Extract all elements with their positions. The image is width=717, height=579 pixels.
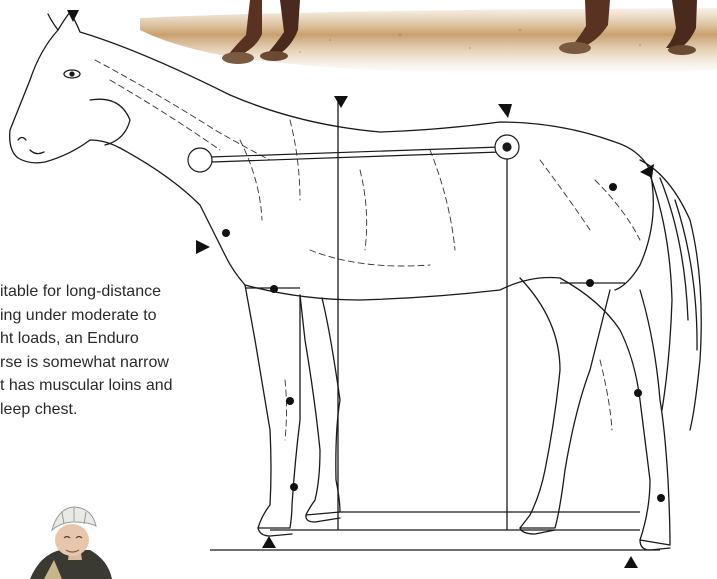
caption-line: t has muscular loins and bbox=[0, 374, 230, 398]
landmark-dots bbox=[222, 183, 665, 502]
caption-line: rse is somewhat narrow bbox=[0, 351, 230, 375]
horse-legs-arena-photo bbox=[140, 0, 717, 75]
caption-line: ht loads, an Enduro bbox=[0, 327, 230, 351]
caption-line: leep chest. bbox=[0, 398, 230, 422]
description-text: itable for long-distance ing under moder… bbox=[0, 280, 230, 421]
shoulder-hip-measure bbox=[188, 135, 519, 172]
measurement-lines bbox=[210, 100, 660, 550]
caption-line: itable for long-distance bbox=[0, 280, 230, 304]
rider-helmet-photo bbox=[30, 507, 112, 579]
caption-line: ing under moderate to bbox=[0, 304, 230, 328]
